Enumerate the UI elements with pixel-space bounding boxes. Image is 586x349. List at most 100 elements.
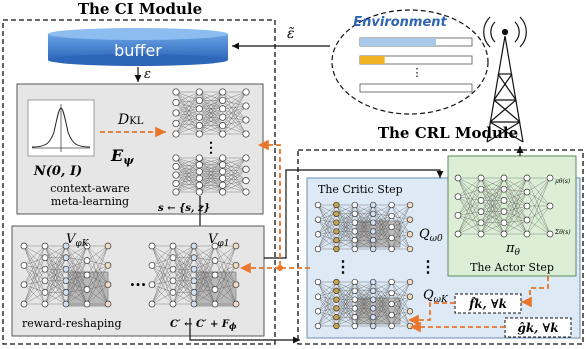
net-edge: [373, 281, 392, 318]
net-node: [523, 230, 531, 238]
net-edge: [336, 281, 355, 318]
net-edge: [317, 234, 337, 241]
net-node: [104, 300, 112, 308]
critic-vdots: ⋮: [335, 257, 351, 276]
network-ellipsis: ···: [130, 275, 147, 294]
net-node: [211, 271, 219, 279]
net-node: [148, 242, 156, 250]
net-node: [62, 242, 70, 250]
net-node: [195, 181, 203, 189]
net-edge: [457, 200, 482, 235]
net-node: [41, 300, 49, 308]
net-edge: [503, 177, 528, 193]
net-node: [351, 237, 358, 244]
net-edge: [373, 215, 392, 223]
net-edge: [391, 281, 411, 312]
net-edge: [391, 204, 411, 217]
net-edge: [480, 177, 505, 235]
net-node: [333, 287, 340, 294]
net-edge: [317, 317, 337, 327]
net-edge: [222, 157, 247, 186]
net-edge: [44, 245, 67, 293]
net-edge: [391, 204, 411, 228]
net-edge: [214, 245, 237, 285]
net-edge: [172, 245, 195, 270]
net-edge: [214, 245, 237, 305]
net-edge: [317, 222, 337, 235]
net-edge: [317, 204, 337, 235]
net-node: [169, 300, 177, 308]
net-edge: [317, 204, 337, 220]
net-edge: [23, 269, 46, 305]
net-edge: [457, 215, 482, 223]
net-node: [62, 254, 70, 261]
net-edge: [317, 308, 337, 327]
env-bar-fill: [360, 56, 385, 64]
net-edge: [317, 296, 337, 318]
net-edge: [65, 260, 88, 305]
net-node: [195, 174, 203, 182]
net-edge: [44, 269, 67, 305]
net-node: [333, 210, 340, 217]
reward-to-critic-arrow: [189, 318, 300, 344]
net-node: [477, 174, 485, 182]
net-edge: [214, 265, 237, 276]
env-bar-track: [359, 83, 473, 93]
net-edge: [23, 265, 46, 305]
net-edge: [503, 211, 528, 221]
net-edge: [214, 265, 237, 290]
net-node: [388, 289, 395, 297]
net-edge: [503, 177, 528, 190]
net-node: [172, 119, 180, 128]
net-edge: [175, 174, 200, 179]
net-edge: [526, 219, 551, 235]
net-node: [314, 201, 322, 209]
net-edge: [317, 281, 337, 297]
value-label-k: VφK: [66, 232, 90, 249]
net-edge: [199, 91, 223, 126]
net-edge: [222, 91, 247, 121]
encoder-dots: ⋮: [204, 140, 218, 156]
net-edge: [373, 281, 392, 309]
net-edge: [526, 177, 551, 207]
critic-network-k: [314, 278, 414, 330]
net-edge: [317, 281, 337, 312]
net-node: [477, 230, 485, 238]
net-edge: [65, 245, 88, 276]
net-edge: [214, 260, 237, 266]
policy-label: πθ: [505, 241, 521, 258]
net-edge: [391, 292, 411, 312]
net-node: [500, 230, 508, 238]
net-edge: [222, 169, 247, 179]
net-edge: [222, 157, 247, 193]
net-edge: [480, 177, 505, 223]
net-node: [370, 305, 377, 312]
net-node: [20, 242, 28, 250]
net-node: [169, 242, 177, 250]
net-edge: [65, 245, 88, 258]
net-edge: [457, 200, 482, 216]
state-augment-text: s ← {s, z}: [158, 203, 210, 214]
net-edge: [354, 299, 374, 327]
net-node: [333, 201, 340, 209]
net-edge: [480, 211, 505, 235]
net-node: [195, 154, 203, 162]
net-node: [351, 322, 358, 330]
net-node: [169, 254, 177, 261]
dkl-label: DKL: [117, 112, 144, 128]
net-edge: [373, 303, 392, 327]
encoder-main: E: [110, 146, 124, 165]
net-edge: [503, 189, 528, 221]
net-node: [406, 322, 414, 330]
net-node: [172, 171, 180, 179]
net-node: [406, 293, 414, 300]
net-node: [370, 314, 377, 321]
critic-title: The Critic Step: [318, 183, 403, 196]
epsilon-tilde-label: ε̃: [287, 26, 295, 42]
net-edge: [373, 204, 392, 239]
actor-panel: [447, 155, 577, 277]
net-edge: [193, 274, 216, 305]
net-node: [333, 296, 340, 303]
net-edge: [23, 245, 46, 266]
net-edge: [86, 289, 109, 305]
